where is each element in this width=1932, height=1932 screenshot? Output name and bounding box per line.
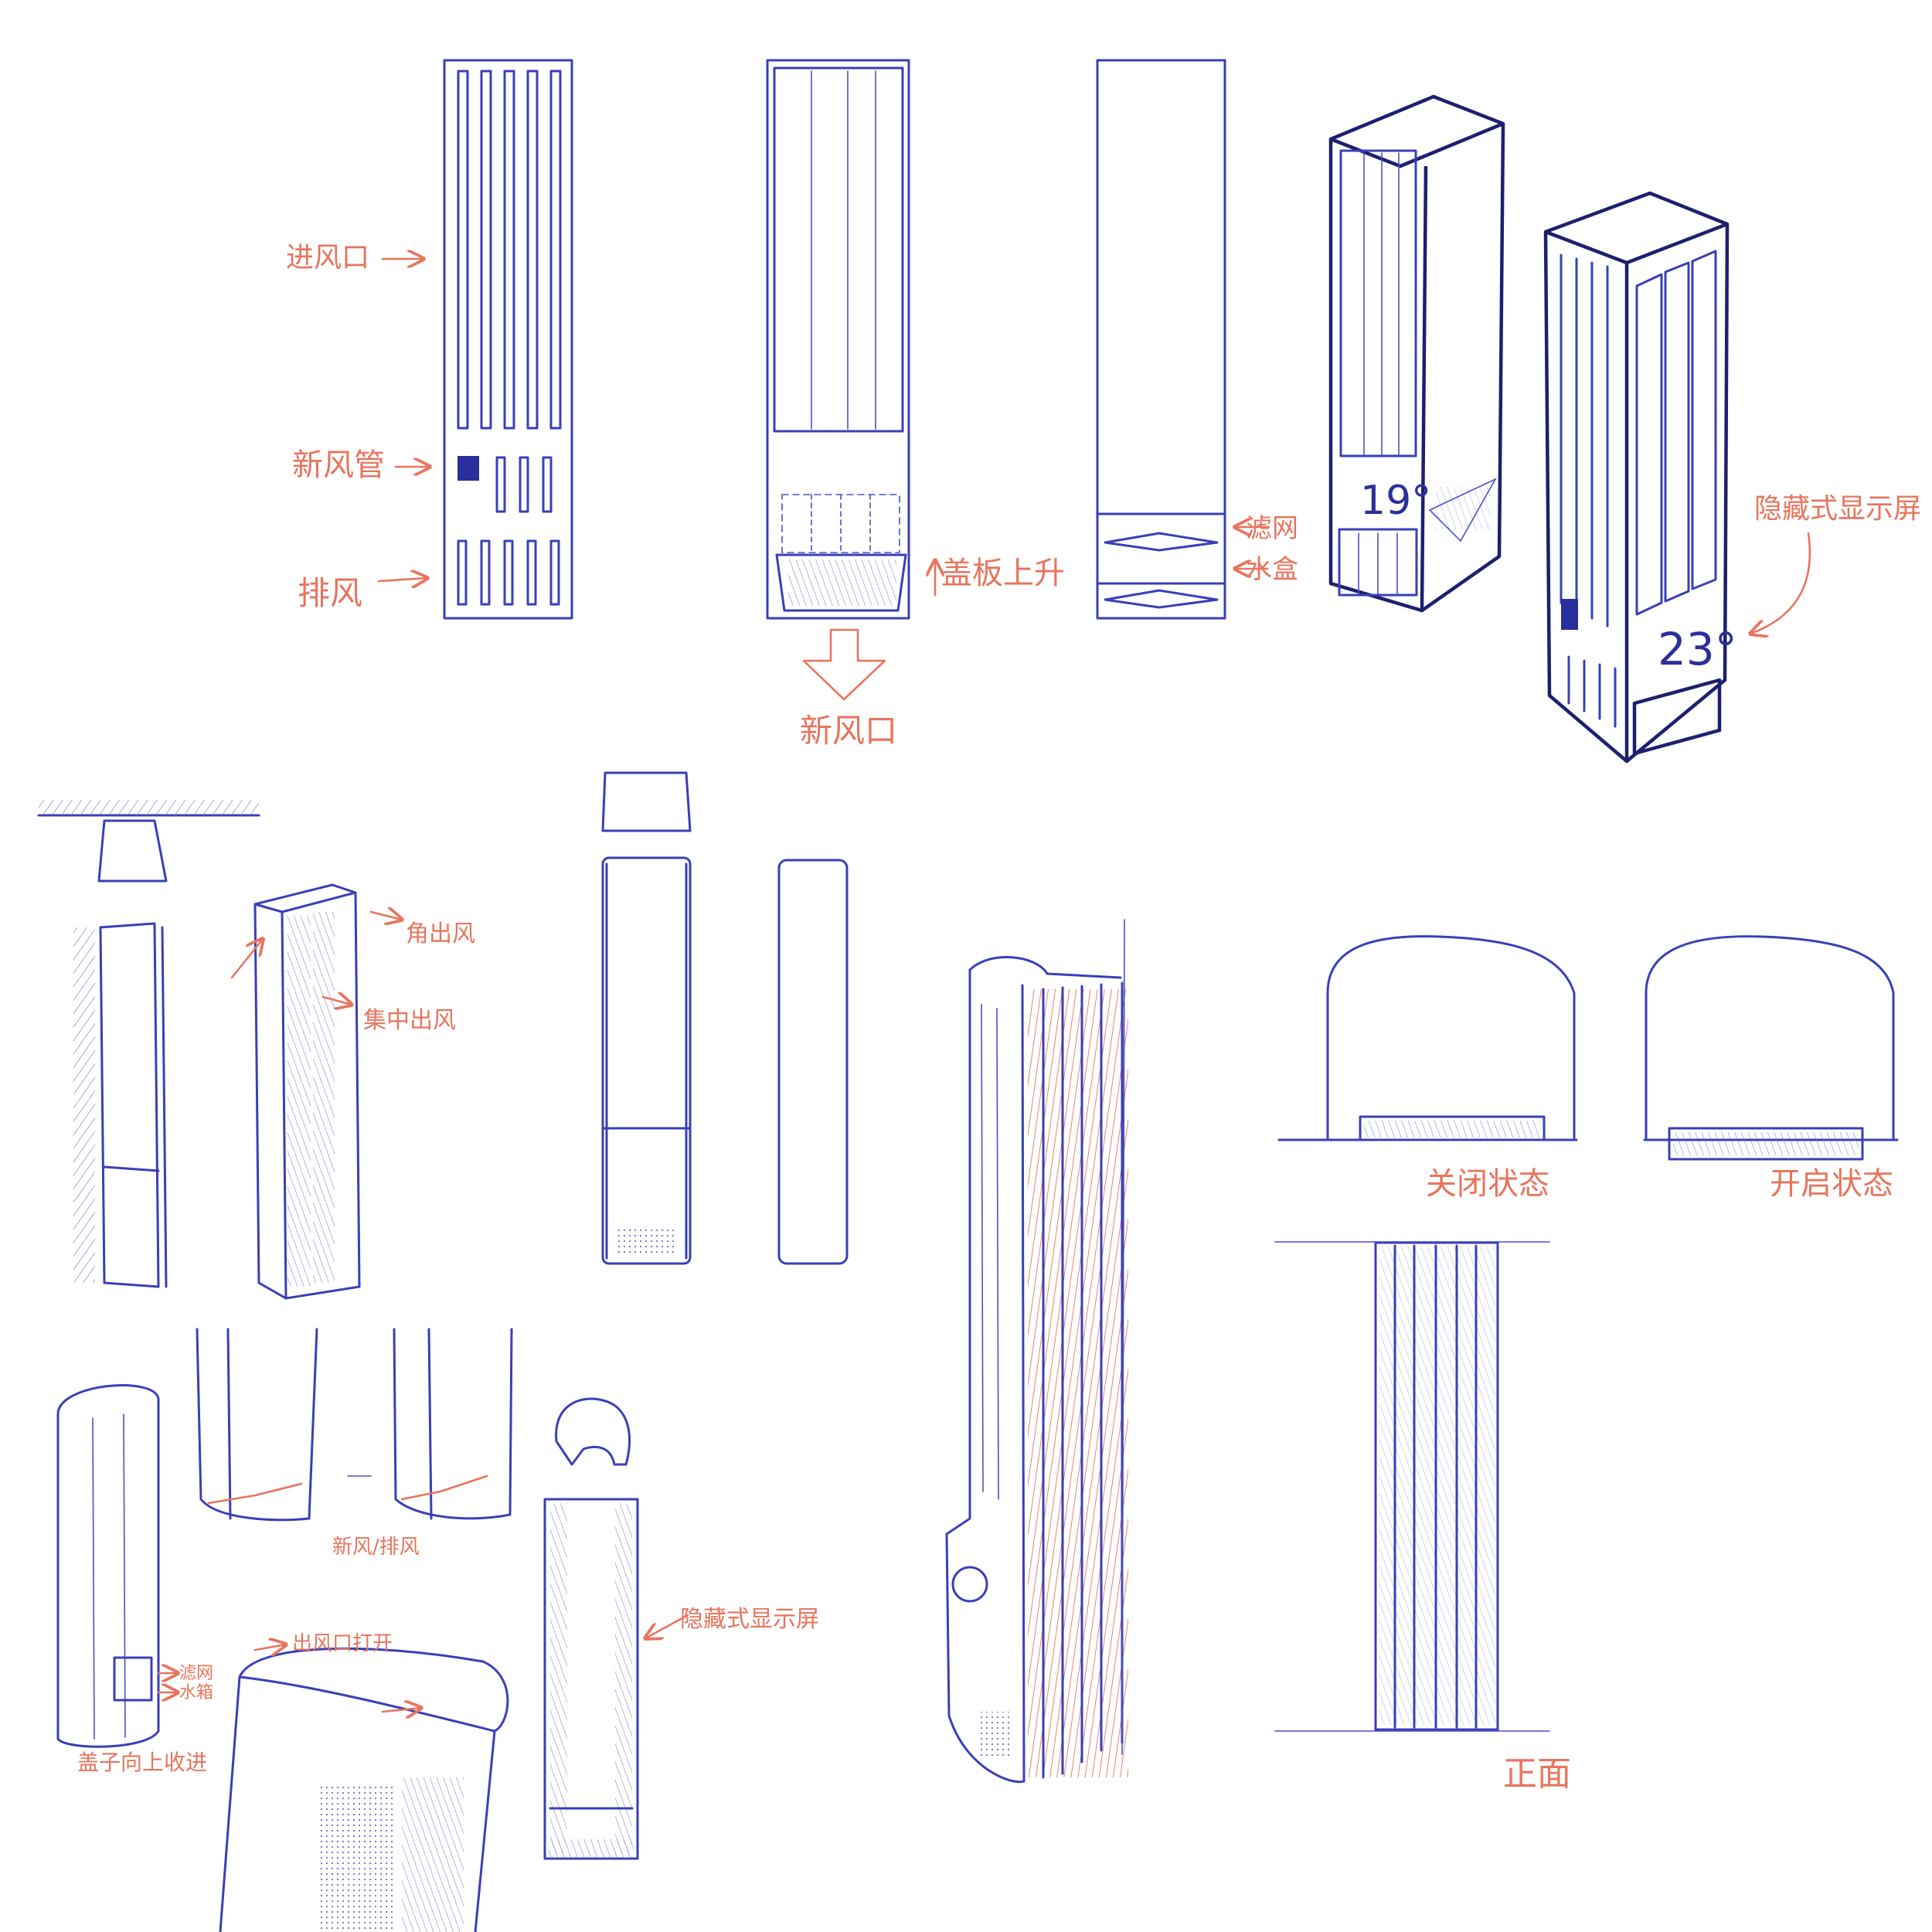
intake-slots <box>457 70 562 430</box>
perspective-unit-23: 23° 隐藏式显示屏 <box>1543 191 1921 764</box>
outlet-open-label: 出风口打开 <box>292 1632 393 1655</box>
side-outlet-label: 角出风 <box>406 920 475 947</box>
side-view-sketch: 滤网 水盒 <box>1096 59 1298 620</box>
exhaust-slots <box>457 539 560 606</box>
exhaust-process-sketch: 新风/排风 <box>196 1328 513 1559</box>
exhaust-label: 排风 <box>298 574 362 612</box>
mid-slots <box>495 456 553 513</box>
cover-panel-sketch: 盖板上升 新风口 <box>766 59 1065 750</box>
hidden-display-label-bottom: 隐藏式显示屏 <box>680 1606 819 1633</box>
front-label: 正面 <box>1503 1754 1571 1794</box>
wall-unit-perspective: 角出风 集中出风 <box>230 883 475 1300</box>
vent-front-view: 正面 <box>1274 1241 1571 1794</box>
rounded-column-sketch: 滤网 水箱 盖子向上收进 <box>56 1384 213 1775</box>
fresh-air-inlet-label: 新风口 <box>800 712 897 750</box>
outlet-open-sketch: 出风口打开 <box>219 1632 509 1932</box>
open-state-label: 开启状态 <box>1770 1166 1893 1202</box>
perspective-unit-19: 19° <box>1328 94 1505 613</box>
vent-closed-state: 关闭状态 <box>1277 935 1578 1202</box>
cover-hatch <box>788 560 896 606</box>
water-box-label: 水盒 <box>1246 554 1298 585</box>
cover-lift-label: 盖板上升 <box>941 556 1065 591</box>
column-front-views <box>601 771 849 1265</box>
front-view-sketch: 进风口 新风管 排风 <box>286 59 573 620</box>
fresh-air-pipe-block <box>457 456 479 481</box>
detail-water-tank-label: 水箱 <box>179 1683 213 1702</box>
closed-state-label: 关闭状态 <box>1426 1166 1549 1202</box>
fresh-exhaust-label: 新风/排风 <box>332 1536 420 1559</box>
temperature-readout-19: 19° <box>1360 478 1431 524</box>
intake-label: 进风口 <box>286 242 369 274</box>
fresh-air-pipe-label: 新风管 <box>292 447 385 483</box>
temperature-readout-23: 23° <box>1658 623 1737 675</box>
hidden-display-label-top: 隐藏式显示屏 <box>1754 493 1921 525</box>
tower-perspective <box>945 919 1128 1784</box>
hidden-display-detail: 隐藏式显示屏 <box>543 1397 819 1860</box>
ceiling-mount-sketch <box>37 800 260 883</box>
lid-retract-label: 盖子向上收进 <box>77 1750 207 1775</box>
filter-label: 滤网 <box>1246 513 1298 544</box>
vent-open-state: 开启状态 <box>1643 935 1899 1202</box>
concentrated-outlet-label: 集中出风 <box>363 1007 456 1034</box>
wall-unit-sketch <box>73 922 168 1288</box>
detail-filter-label: 滤网 <box>179 1664 213 1683</box>
